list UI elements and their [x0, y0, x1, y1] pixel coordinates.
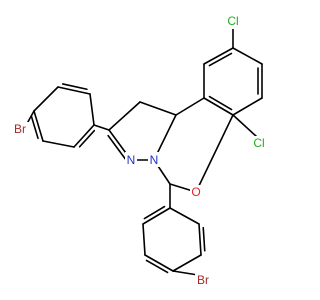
bond-l3-l4: [33, 86, 59, 112]
bond-b6-b1: [169, 207, 200, 225]
chlorine-label-top: Cl: [227, 14, 238, 28]
double-bond-b3-b4: [145, 259, 169, 274]
molecule-structure-diagram: Br Br Cl Cl N N O: [12, 14, 268, 288]
bromine-label-left: Br: [14, 122, 26, 136]
bond-o-a4: [195, 114, 234, 193]
chlorine-label-right: Cl: [253, 136, 264, 150]
bond-l2-l3: [57, 86, 91, 95]
bromine-atom-left: Br: [12, 122, 30, 137]
double-bond-b5-b6: [202, 226, 206, 252]
bond-a4-a5: [203, 97, 234, 116]
bromine-atom-bottom: Br: [195, 273, 213, 288]
bond-l1-l2: [89, 93, 95, 126]
double-bond-l2-l3: [61, 83, 88, 91]
bond-l5-l6: [42, 140, 75, 148]
bond-l4-l5: [33, 110, 44, 142]
bond-l6-l1: [73, 124, 95, 148]
double-bond-a6-a1: [208, 52, 233, 67]
oxygen-atom-ring: O: [190, 185, 202, 200]
nitrogen-atom-imine: N: [125, 152, 137, 167]
double-bond-l4-l5: [30, 115, 39, 140]
chlorine-atom-top: Cl: [224, 14, 242, 29]
bond-layer: [23, 25, 263, 276]
nitrogen-label-ring: N: [150, 153, 159, 167]
bond-c3a-c3: [139, 101, 177, 116]
double-bond-a4-a5: [208, 95, 233, 111]
bromine-label-bottom: Br: [197, 273, 209, 287]
bond-a3-a4: [232, 97, 263, 116]
chlorine-atom-right: Cl: [250, 136, 268, 151]
bond-c2-l1: [93, 124, 110, 131]
double-bond-l6-l1: [78, 129, 96, 148]
bond-a6-a1: [203, 47, 234, 65]
bond-b4-b5: [172, 254, 202, 272]
bond-b4-brB: [172, 270, 199, 276]
bond-a1-a2: [232, 47, 263, 65]
bond-b1-b2: [142, 207, 171, 225]
double-bond-b1-b2: [143, 205, 166, 220]
double-bond-c2-n1: [107, 134, 127, 160]
bond-b3-b4: [144, 254, 174, 272]
nitrogen-label-imine: N: [127, 153, 136, 167]
oxygen-label-ring: O: [191, 185, 200, 199]
bond-b5-b6: [198, 223, 202, 256]
atom-label-layer: Br Br Cl Cl N N O: [12, 14, 268, 288]
nitrogen-atom-ring: N: [148, 152, 160, 167]
bond-b2-b3: [142, 223, 146, 256]
bond-a5-c3a: [175, 97, 205, 116]
bond-c3-c2: [108, 101, 141, 131]
bond-a4-cl2: [232, 114, 258, 138]
